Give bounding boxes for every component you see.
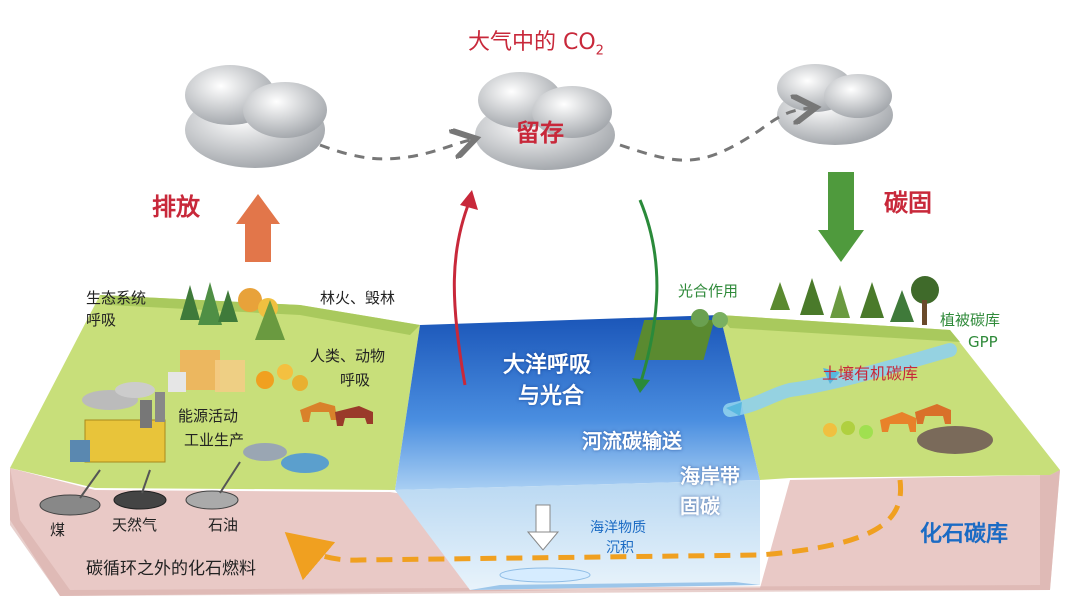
trees-left-icon [180,282,285,340]
title-subscript: 2 [595,43,604,59]
river-arrow-icon-2 [823,368,840,384]
fix-arrow [818,172,864,262]
coal-deposit [39,469,101,516]
fossil-cycle-arrow [284,479,904,581]
river-arrow-icon [726,402,742,416]
bushes-left-icon [256,364,308,391]
title-main-text: 大气中的 CO [468,30,596,55]
label-store: 留存 [516,119,564,147]
forest-right-icon [633,276,939,360]
buildings-icon [168,350,245,392]
label-coast-1: 海岸带 [680,464,740,488]
label-energy-2: 工业生产 [184,431,245,449]
gas-deposit [113,469,167,510]
label-veg-2: GPP [968,333,998,351]
cars-icon [243,443,329,473]
factory-icon [70,382,166,463]
label-sed-1: 海洋物质 [590,520,646,536]
label-soil: 土壤有机碳库 [822,364,919,383]
label-human-2: 呼吸 [340,371,371,389]
label-ocean-resp-1: 大洋呼吸 [503,353,592,378]
river-flow [723,343,957,417]
label-river: 河流碳输送 [582,429,682,453]
label-fix: 碳固 [884,189,932,217]
label-eco-resp-2: 呼吸 [86,311,117,329]
cloud-left-icon [185,65,327,168]
label-emit: 排放 [152,193,200,221]
animals-left-icon [300,402,373,426]
soil-layer [10,468,1060,596]
oil-deposit [185,461,241,510]
label-fire: 林火、毁林 [320,289,396,307]
cloud-center-icon [475,72,615,170]
dashed-arrow-left [319,140,470,161]
label-eco-resp-1: 生态系统 [86,289,147,307]
dashed-arrow-right [619,108,810,162]
emit-arrow [236,194,280,262]
label-veg-1: 植被碳库 [940,311,1001,329]
cloud-right-icon [777,64,893,145]
label-coal: 煤 [50,521,66,539]
label-coast-2: 固碳 [680,494,720,518]
label-fossil-out: 碳循环之外的化石燃料 [86,559,256,579]
label-oil: 石油 [208,516,239,534]
label-sed-2: 沉积 [606,540,634,556]
label-gas: 天然气 [112,516,158,534]
ocean-uptake-arrow [638,199,659,386]
sediment-arrow [526,504,560,551]
label-energy-1: 能源活动 [178,407,239,425]
label-fossil-store: 化石碳库 [920,522,1009,547]
label-photo: 光合作用 [678,282,739,300]
label-human-1: 人类、动物 [310,347,386,365]
animals-right-icon [823,404,993,454]
title-co2: 大气中的 CO2 [468,30,604,59]
label-ocean-resp-2: 与光合 [518,384,585,409]
ocean-release-arrow [452,199,472,386]
